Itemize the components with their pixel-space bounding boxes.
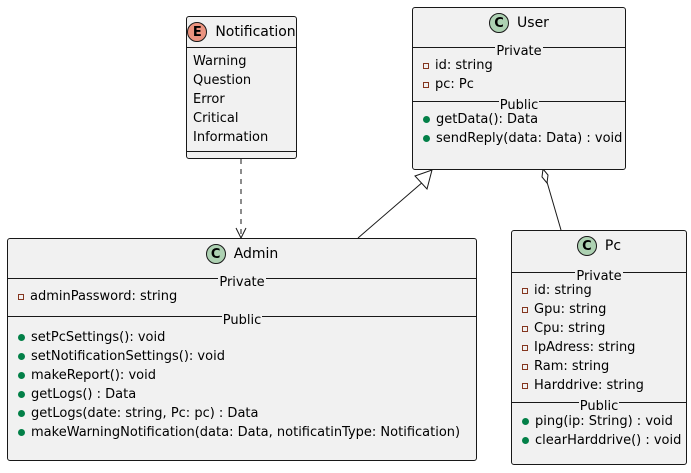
member-text: id: string	[534, 283, 592, 298]
aggregation-edge	[546, 181, 562, 231]
member-text: setNotificationSettings(): void	[31, 349, 225, 364]
public-section-divider: Public	[413, 94, 625, 113]
inheritance-edge	[357, 180, 425, 239]
public-section-divider: Public	[512, 395, 686, 414]
enum-value: Error	[193, 92, 225, 107]
private-member: Ram: string	[512, 357, 686, 376]
member-text: Gpu: string	[534, 302, 607, 317]
member-text: getLogs() : Data	[31, 387, 137, 402]
member-text: pc: Pc	[435, 77, 474, 92]
enum-notification[interactable]: E Notification Warning Question Error Cr…	[186, 16, 297, 159]
public-visibility-icon	[18, 353, 25, 360]
enum-value: Warning	[193, 54, 247, 69]
divider	[187, 151, 296, 153]
public-member: sendReply(data: Data) : void	[413, 129, 625, 148]
private-member: id: string	[413, 56, 625, 75]
enum-value: Critical	[193, 111, 239, 126]
class-admin[interactable]: C Admin Private adminPassword: string Pu…	[7, 238, 477, 461]
public-visibility-icon	[18, 372, 25, 379]
private-visibility-icon	[522, 344, 528, 351]
member-text: ping(ip: String) : void	[535, 414, 673, 429]
member-text: setPcSettings(): void	[31, 330, 166, 345]
member-text: clearHarddrive() : void	[535, 433, 682, 448]
public-member: getLogs() : Data	[8, 385, 476, 404]
private-visibility-icon	[522, 306, 528, 313]
private-member: id: string	[512, 281, 686, 300]
public-member: setNotificationSettings(): void	[8, 347, 476, 366]
private-visibility-icon	[522, 325, 528, 332]
public-member: setPcSettings(): void	[8, 328, 476, 347]
public-section-divider: Public	[8, 309, 476, 328]
enum-value: Information	[193, 130, 269, 145]
public-visibility-icon	[423, 135, 430, 142]
public-label: Public	[498, 98, 540, 113]
member-text: makeWarningNotification(data: Data, noti…	[31, 425, 461, 440]
public-member: getData(): Data	[413, 110, 625, 129]
public-member: clearHarddrive() : void	[512, 431, 686, 450]
private-visibility-icon	[423, 62, 429, 69]
private-visibility-icon	[423, 81, 429, 88]
public-visibility-icon	[522, 418, 529, 425]
class-user[interactable]: C User Private id: string pc: Pc Public …	[412, 7, 626, 170]
member-text: IpAdress: string	[534, 340, 636, 355]
class-pc-header: C Pc	[512, 231, 686, 261]
public-visibility-icon	[423, 116, 430, 123]
aggregation-diamond	[541, 167, 549, 185]
class-stereotype-icon: C	[489, 13, 510, 33]
private-label: Private	[495, 44, 543, 59]
public-member: makeWarningNotification(data: Data, noti…	[8, 423, 476, 442]
member-text: getLogs(date: string, Pc: pc) : Data	[31, 406, 259, 421]
inheritance-arrowhead	[414, 169, 433, 191]
public-label: Public	[221, 313, 263, 328]
enum-notification-header: E Notification	[187, 17, 296, 47]
public-visibility-icon	[522, 437, 529, 444]
enum-notification-title: Notification	[215, 24, 296, 40]
private-visibility-icon	[522, 287, 528, 294]
class-user-header: C User	[413, 8, 625, 38]
private-member: Harddrive: string	[512, 376, 686, 395]
member-text: makeReport(): void	[31, 368, 156, 383]
class-stereotype-icon: C	[576, 236, 597, 256]
private-label: Private	[218, 275, 266, 290]
private-member: IpAdress: string	[512, 338, 686, 357]
private-visibility-icon	[18, 293, 24, 300]
class-admin-header: C Admin	[8, 239, 476, 269]
public-visibility-icon	[18, 391, 25, 398]
class-pc-title: Pc	[604, 238, 622, 254]
public-label: Public	[578, 399, 620, 414]
enum-stereotype-icon: E	[187, 22, 208, 42]
private-section-divider: Private	[413, 40, 625, 59]
private-section-divider: Private	[512, 265, 686, 284]
private-label: Private	[575, 269, 623, 284]
class-stereotype-icon: C	[205, 244, 226, 264]
private-section-divider: Private	[8, 271, 476, 290]
private-member: Gpu: string	[512, 300, 686, 319]
private-member: pc: Pc	[413, 75, 625, 94]
public-visibility-icon	[18, 410, 25, 417]
member-text: adminPassword: string	[30, 289, 178, 304]
class-admin-title: Admin	[233, 246, 279, 262]
public-member: makeReport(): void	[8, 366, 476, 385]
member-text: id: string	[435, 58, 493, 73]
class-user-title: User	[517, 15, 549, 31]
public-member: ping(ip: String) : void	[512, 412, 686, 431]
class-pc[interactable]: C Pc Private id: string Gpu: string Cpu:…	[511, 230, 687, 465]
member-text: Ram: string	[534, 359, 610, 374]
private-member: adminPassword: string	[8, 287, 476, 306]
member-text: Cpu: string	[534, 321, 606, 336]
private-visibility-icon	[522, 363, 528, 370]
public-member: getLogs(date: string, Pc: pc) : Data	[8, 404, 476, 423]
divider	[187, 47, 296, 49]
public-visibility-icon	[18, 429, 25, 436]
member-text: getData(): Data	[436, 112, 539, 127]
member-text: Harddrive: string	[534, 378, 644, 393]
private-visibility-icon	[522, 382, 528, 389]
enum-value: Question	[193, 73, 252, 88]
member-text: sendReply(data: Data) : void	[436, 131, 623, 146]
private-member: Cpu: string	[512, 319, 686, 338]
public-visibility-icon	[18, 334, 25, 341]
